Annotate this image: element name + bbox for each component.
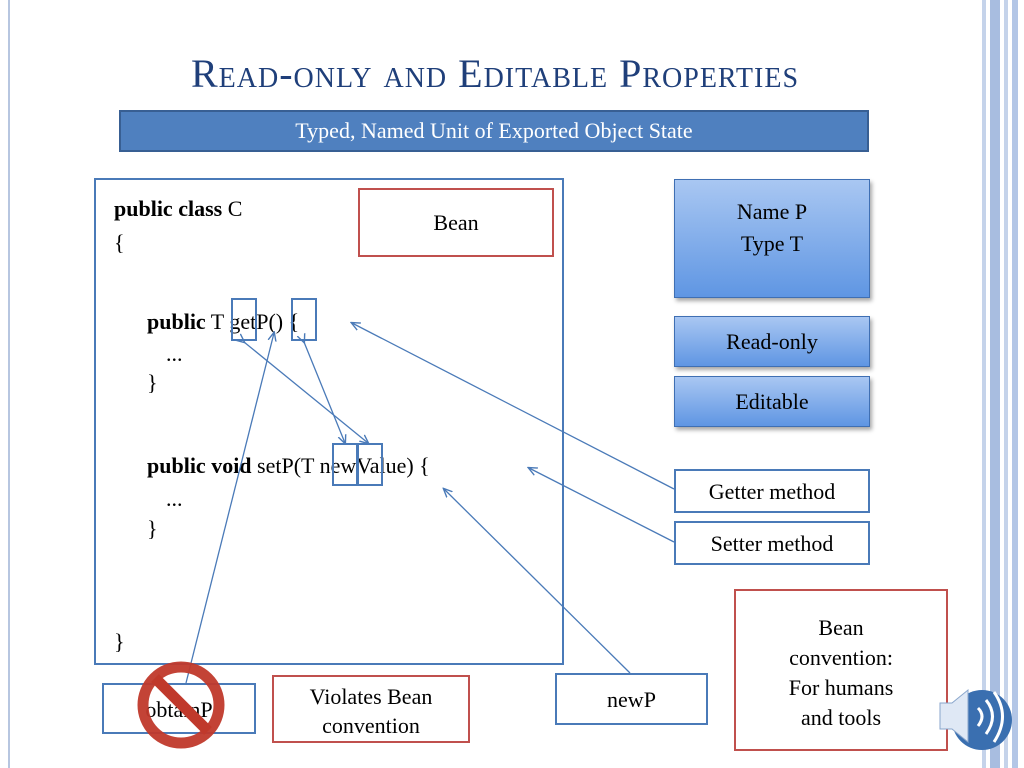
property-name-label: Name P — [736, 199, 808, 224]
bean-convention-box: Bean convention: For humans and tools — [734, 589, 948, 751]
left-border-line — [8, 0, 10, 768]
code-getter-close: } — [147, 370, 158, 395]
code-text: setP(T newValue) { — [251, 453, 430, 478]
property-type-label: Type T — [740, 231, 804, 256]
slide-title: Read-only and Editable Properties — [190, 51, 800, 96]
code-class-close: } — [114, 629, 125, 654]
bean-convention-line: and tools — [800, 705, 882, 730]
arrow-new-p — [444, 489, 631, 674]
getter-method-box: Getter method — [674, 469, 870, 513]
bean-convention-line: convention: — [789, 645, 893, 670]
code-text: C — [222, 196, 243, 221]
violates-line: Violates Bean — [309, 684, 433, 709]
right-border-bars — [980, 0, 1024, 768]
code-setter-close: } — [147, 516, 158, 541]
property-name-type-box: Name P Type T — [674, 179, 870, 298]
violates-box: Violates Bean convention — [272, 675, 470, 743]
code-box — [94, 178, 564, 665]
setter-method-box: Setter method — [674, 521, 870, 565]
arrow-setter-method — [529, 468, 675, 543]
arrow-getter-type-to-setter-type — [244, 342, 368, 443]
code-keyword: public class — [114, 196, 223, 221]
violates-line: convention — [322, 713, 420, 738]
prohibition-icon — [137, 661, 225, 749]
code-setter-body: ... — [166, 486, 183, 511]
code-line-setter: public void setP(T newValue) { — [147, 453, 430, 479]
code-getter-body: ... — [166, 341, 183, 366]
speaker-icon — [939, 688, 1012, 750]
code-line-class: public class C — [114, 196, 242, 222]
code-open-brace: { — [114, 230, 125, 255]
bean-convention-line: Bean — [818, 615, 864, 640]
arrow-getter-method — [352, 323, 675, 490]
code-keyword: public void — [147, 453, 252, 478]
new-p-box: newP — [555, 673, 708, 725]
subtitle-banner: Typed, Named Unit of Exported Object Sta… — [119, 110, 869, 152]
bean-box: Bean — [358, 188, 554, 257]
read-only-box: Read-only — [674, 316, 870, 367]
code-line-getter: public T getP() { — [147, 309, 299, 335]
arrow-obtain-p — [185, 333, 274, 684]
arrow-getter-name-to-setter-name — [304, 342, 345, 443]
code-keyword: public — [147, 309, 206, 334]
editable-box: Editable — [674, 376, 870, 427]
bean-convention-line: For humans — [788, 675, 894, 700]
